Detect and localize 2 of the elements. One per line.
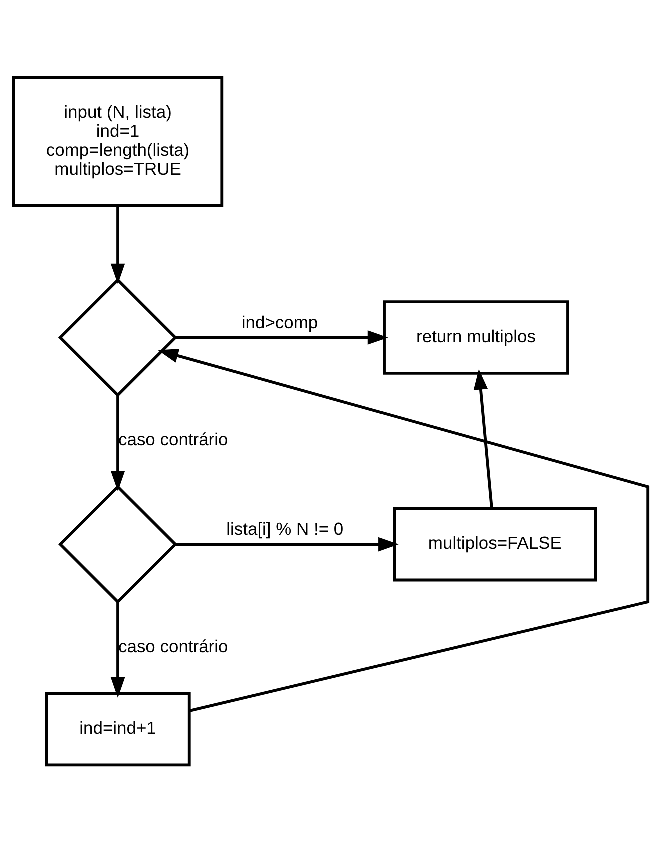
edge-label: ind>comp xyxy=(242,312,318,332)
edge-label: lista[i] % N != 0 xyxy=(226,519,344,540)
